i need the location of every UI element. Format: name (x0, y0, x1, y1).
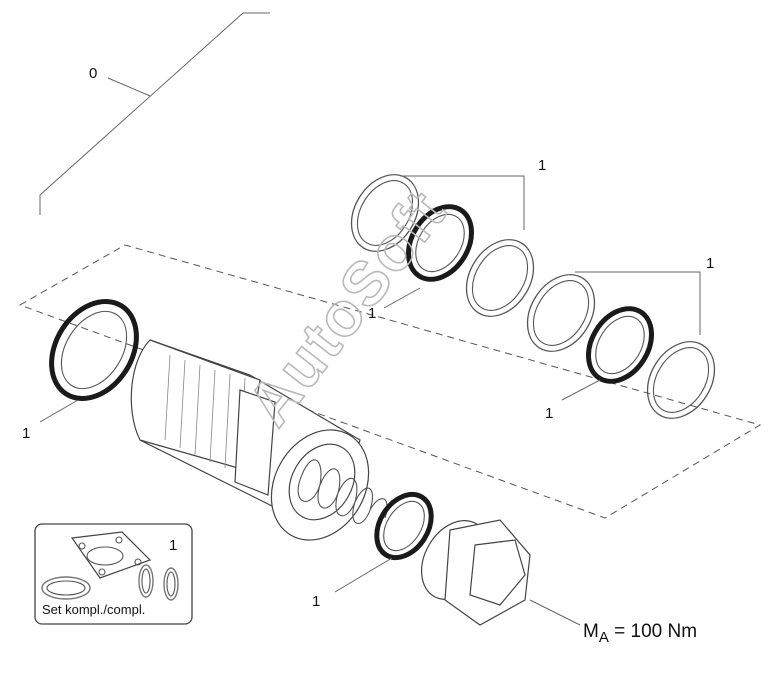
screw-plug (420, 519, 581, 626)
callout-ring-group-right: 1 (706, 255, 714, 272)
callout-ring-upper-left: 1 (368, 305, 376, 322)
watermark: AutoSoft (235, 177, 460, 438)
valve-body (130, 339, 370, 541)
kit-ring-small-b (163, 567, 179, 601)
torque-value: = 100 Nm (609, 621, 697, 642)
kit-flange-gasket (70, 531, 152, 579)
callout-assembly: 0 (89, 65, 97, 82)
spring (297, 459, 388, 524)
callout-ring-plug: 1 (312, 593, 320, 610)
o-ring-plug: 1 (312, 491, 434, 610)
kit-ring-small-a (138, 564, 154, 598)
assembly-bracket: 0 (39, 12, 270, 215)
ring-group-right: 1 1 (526, 255, 716, 422)
callout-ring-left: 1 (22, 425, 30, 442)
callout-ring-group-upper: 1 (538, 157, 546, 174)
kit-label: Set kompl./compl. (42, 602, 145, 617)
torque-subscript: A (599, 629, 609, 646)
torque-spec: MA = 100 Nm (583, 621, 697, 646)
seal-kit-box: 1 Set kompl./compl. (34, 523, 193, 625)
kit-large-ring (41, 576, 91, 600)
callout-ring-lower-right: 1 (545, 405, 553, 422)
assembly-boundary (18, 244, 762, 519)
ring-group-upper: 1 1 (350, 157, 546, 322)
kit-callout: 1 (169, 537, 177, 554)
o-ring-left: 1 (22, 299, 139, 442)
torque-symbol: M (583, 621, 599, 642)
